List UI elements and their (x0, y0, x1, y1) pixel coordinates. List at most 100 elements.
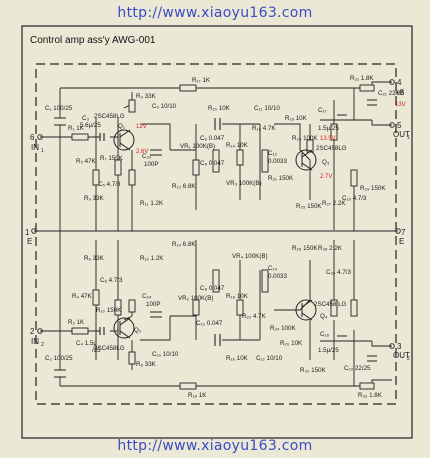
label-q4n: Q₄ (320, 313, 328, 320)
label-r24: R₂₄ 100K (270, 325, 296, 332)
label-q4: 2SC458 LG (314, 301, 347, 308)
label-c18: C₁₈ (320, 331, 330, 338)
pin-2-label: 2 (30, 327, 35, 336)
label-c8b: C₈ 0.047 (200, 285, 225, 292)
pin-7-label: 7 (401, 228, 406, 237)
label-c9: C₉ 10/10 (152, 103, 177, 110)
label-r9: R₉ 33K (84, 195, 105, 202)
label-c20: C₂₀ 4.7/3 (326, 269, 351, 276)
label-c8: C₈ 0.047 (200, 160, 225, 167)
watermark-bottom: http://www.xiaoyu163.com (117, 438, 313, 454)
label-c6: C₆ 0.047 (200, 135, 225, 142)
label-r8b: R₈ 33K (136, 361, 157, 368)
voltage-13-5v: 13.5V (320, 136, 336, 142)
voltage-2-6v: 2.6V (136, 149, 148, 155)
in2-label: IN (31, 337, 39, 346)
voltage-12v: 12V (136, 124, 147, 130)
label-r18b: R₁₈ 10K (226, 293, 249, 300)
out1-sub: 1 (407, 135, 410, 141)
label-vr1: VR₁ 100K(B) (180, 143, 215, 150)
label-c3: C₃ (82, 115, 89, 122)
in1-label: IN (31, 143, 39, 152)
pin-1-label: 1 (25, 228, 30, 237)
label-c14v: 0.0033 (268, 273, 287, 280)
q2-symbol (113, 317, 135, 339)
label-c21: C₂₁ 22/25 (378, 90, 405, 97)
label-r16: R₁₆ 4.7K (252, 125, 276, 132)
label-r25: R₂₅ 150K (296, 203, 322, 210)
label-c12: C₁₂ 10/10 (256, 355, 283, 362)
label-c24: C₂₄ (142, 293, 152, 300)
capacitors (54, 99, 377, 378)
diagram-title: Control amp ass'y AWG-001 (30, 35, 156, 46)
out2-label: OUT (393, 351, 410, 360)
label-r11: R₁₁ 1.2K (140, 200, 164, 207)
pin-3-label: 3 (397, 342, 402, 351)
pin-5-label: 5 (397, 121, 402, 130)
label-r2: R₂ 1K (68, 319, 85, 326)
wiring (34, 81, 398, 387)
label-c23v: 100P (144, 161, 158, 168)
label-vr2: VR₂ 100K(B) (178, 295, 213, 302)
label-c10b: C₁₀ 0.047 (196, 320, 223, 327)
label-q1n: Q₁ (118, 123, 125, 130)
label-r7: R₇ 150K (100, 155, 124, 162)
label-r19: R₁₉ 10K (285, 115, 308, 122)
pin-3-terminal (389, 343, 395, 349)
pin-1-terminal (31, 228, 37, 234)
label-c23: C₂₃ (142, 153, 152, 160)
label-r4: R₄ 47K (72, 293, 93, 300)
label-r30: R₃₀ 150K (300, 367, 327, 374)
out2-sub: 2 (407, 356, 410, 362)
label-c3v: 5.6μ/25 (80, 122, 101, 129)
pin-7-terminal (395, 228, 401, 234)
voltage-2-7v: 2.7V (320, 174, 332, 180)
label-c2: C₂ 100/25 (45, 355, 73, 362)
label-c22: C₂₂ 22/25 (344, 365, 371, 372)
label-c5: C₅ 4.7/3 (98, 181, 121, 188)
pin-5-terminal (389, 122, 395, 128)
label-c17v: 1.5μ/25 (318, 125, 339, 132)
label-r27: R₂₇ 2.2K (322, 200, 346, 207)
label-r6: R₆ 33K (84, 255, 105, 262)
label-r1: R₁ 1K (68, 125, 85, 132)
board-frame (21, 25, 413, 439)
label-r23: R₂₃ 100K (292, 135, 318, 142)
label-c13v: 0.0033 (268, 158, 287, 165)
pin-4-terminal (389, 79, 395, 85)
label-r17: R₁₇ 1K (192, 77, 211, 84)
resistors (71, 84, 375, 390)
e-right-label: E (399, 237, 404, 246)
label-r21: R₂₁ 150K (268, 175, 294, 182)
label-r22: R₂₂ 4.7K (242, 313, 267, 320)
pin-6-terminal (37, 134, 43, 140)
label-r12: R₁₂ 1.2K (140, 255, 164, 262)
label-c19: C₁₉ 4.7/3 (342, 195, 367, 202)
label-r32: R₃₂ 1.8K (358, 392, 383, 399)
label-r14: R₁₄ 10K (226, 142, 249, 149)
label-q2: 2SC458LG (94, 345, 125, 352)
label-c4v: /25 (92, 347, 101, 354)
label-r14b: R₁₄ 6.8K (172, 241, 196, 248)
label-r13: R₁₃ 6.8K (172, 183, 196, 190)
label-q3n: Q₃ (322, 159, 330, 166)
label-c1: C₁ 100/25 (45, 105, 73, 112)
label-c6b: C₆ 4.7/3 (100, 277, 123, 284)
label-c18v: 1.5μ/25 (318, 347, 339, 354)
label-r18: R₁₈ 1K (188, 392, 207, 399)
label-c13: C₁₃ (268, 150, 278, 157)
q4-symbol (295, 299, 317, 321)
label-q3: 2SC458LG (316, 145, 347, 152)
in2-sub: 2 (41, 342, 44, 348)
label-r3: R₃ 33K (136, 93, 157, 100)
label-vr3: VR₃ 100K(B) (226, 180, 262, 187)
label-c14: C₁₄ (268, 265, 278, 272)
label-r28: R₂₈ 2.2K (318, 245, 343, 252)
label-r16b: R₁₆ 10K (226, 355, 249, 362)
q1-symbol (113, 129, 135, 151)
plus8-label: +8 (395, 88, 405, 97)
pin-4-label: 4 (397, 78, 402, 87)
in1-sub: 1 (41, 148, 44, 154)
q3-symbol (295, 149, 317, 171)
